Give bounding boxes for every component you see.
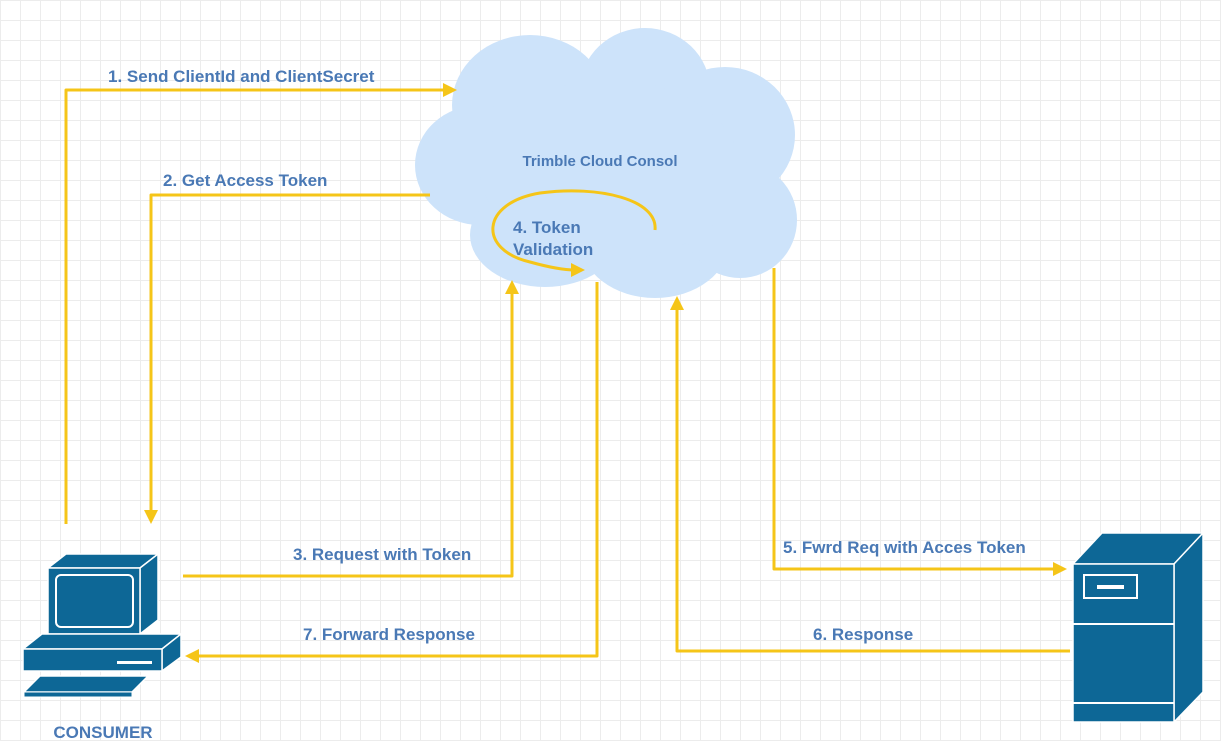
- validation-loop-arrow: [491, 189, 657, 272]
- step6-arrow: [675, 308, 1070, 653]
- step3-arrowhead: [505, 280, 519, 294]
- step7-arrowhead: [185, 649, 199, 663]
- step3-arrow: [183, 292, 514, 578]
- step7-label: 7. Forward Response: [303, 625, 475, 644]
- step6-arrowhead: [670, 296, 684, 310]
- step2-label: 2. Get Access Token: [163, 171, 327, 190]
- step2-arrow: [149, 193, 430, 512]
- cloud-label: Trimble Cloud Consol: [522, 153, 677, 170]
- step5-label: 5. Fwrd Req with Acces Token: [783, 538, 1026, 557]
- step5-arrow: [772, 268, 1055, 571]
- step6-label: 6. Response: [813, 625, 913, 644]
- consumer-label: CONSUMER: [53, 723, 152, 741]
- validation-label-line2: Validation: [513, 240, 593, 259]
- step5-arrowhead: [1053, 562, 1067, 576]
- step2-arrowhead: [144, 510, 158, 524]
- step3-label: 3. Request with Token: [293, 545, 471, 564]
- step1-label: 1. Send ClientId and ClientSecret: [108, 67, 375, 86]
- trimble-cloud-shape: [415, 28, 797, 298]
- server-cabinet-icon: [1071, 531, 1205, 724]
- validation-label-line1: 4. Token: [513, 218, 581, 237]
- validation-loop-arrowhead: [571, 263, 585, 277]
- step1-arrow: [64, 88, 445, 524]
- step1-arrowhead: [443, 83, 457, 97]
- step7-arrow: [197, 282, 599, 658]
- desktop-computer-icon: [20, 552, 184, 698]
